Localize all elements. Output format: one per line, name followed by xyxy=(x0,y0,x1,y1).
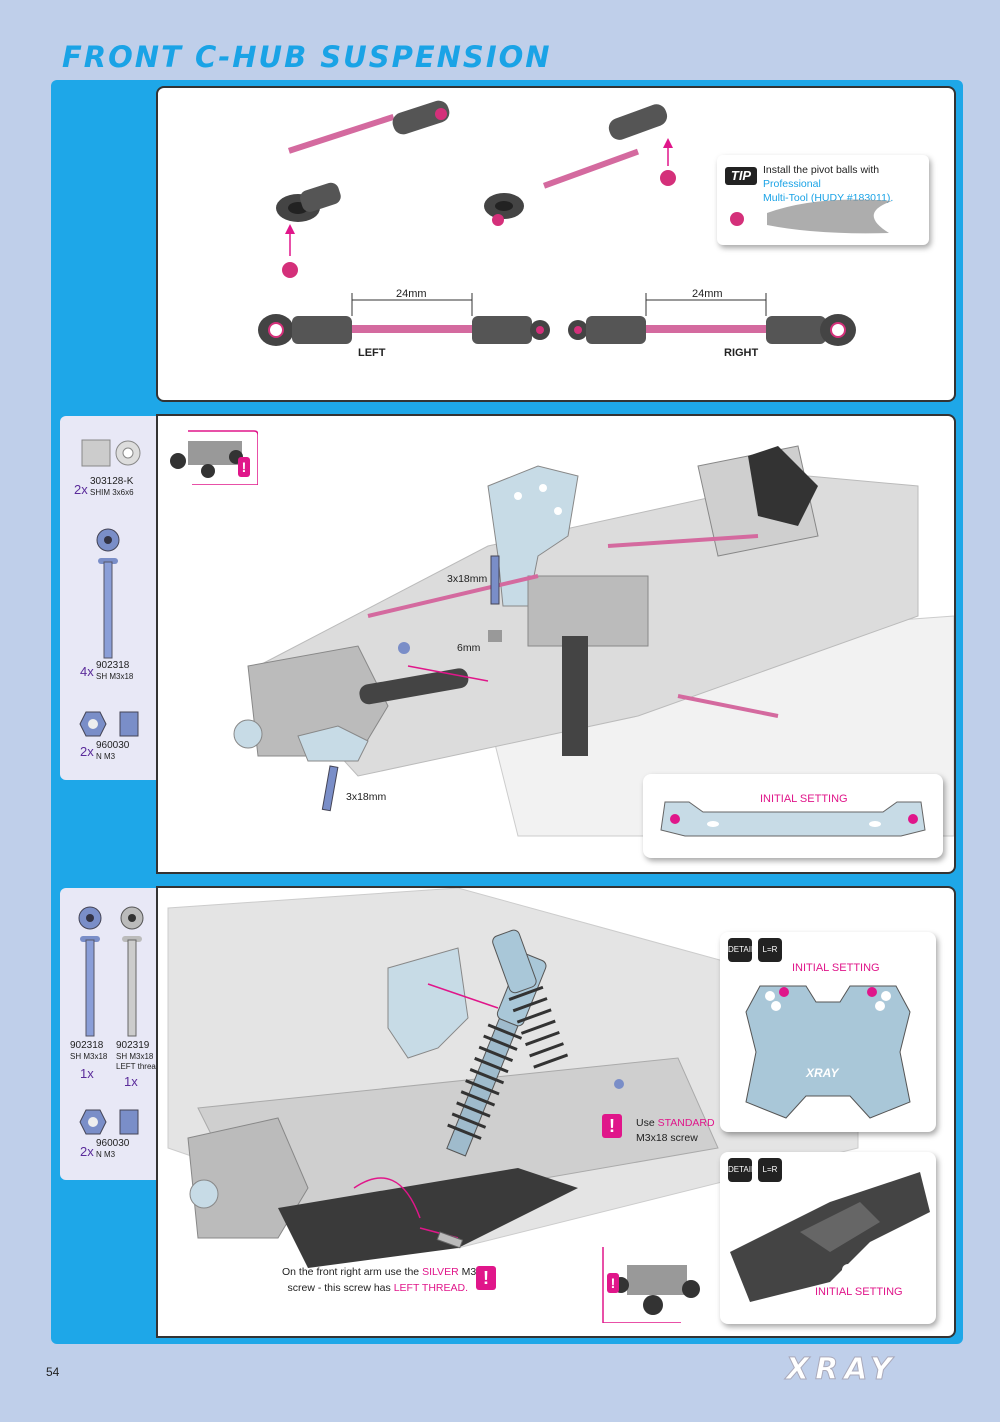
page-title: FRONT C-HUB SUSPENSION xyxy=(62,40,552,74)
part-qty: 2x xyxy=(80,1144,94,1159)
note-standard-highlight: STANDARD xyxy=(657,1117,715,1129)
part-qty: 1x xyxy=(80,1066,94,1081)
warning-icon: ! xyxy=(602,1114,622,1138)
rod-top-right xyxy=(484,104,676,226)
part-code: 902319 xyxy=(116,1040,150,1051)
plate-illustration xyxy=(660,801,926,837)
part-code: 902318 xyxy=(96,660,130,671)
multi-tool-illustration xyxy=(730,199,892,234)
car-thumbnail-bottom-drawing xyxy=(602,1247,700,1323)
rod-bottom-right xyxy=(568,314,856,346)
note-standard-text: Use xyxy=(636,1117,658,1129)
warning-icon: ! xyxy=(476,1266,496,1290)
note-silver-highlight: SILVER xyxy=(422,1266,459,1278)
rod-top-left xyxy=(276,100,450,278)
car-thumbnail: ! xyxy=(164,427,258,485)
note-standard-text-2: M3x18 screw xyxy=(636,1132,698,1144)
part-code: 960030 xyxy=(96,740,130,751)
car-thumbnail-bottom: ! xyxy=(601,1245,713,1323)
part-desc: SH M3x18 xyxy=(96,672,134,681)
dim-left-label: 24mm xyxy=(396,288,427,300)
part-desc: N M3 xyxy=(96,752,116,761)
nut-icon xyxy=(79,711,139,737)
note-standard: Use STANDARD M3x18 screw xyxy=(636,1116,715,1146)
shock-tower-plate xyxy=(745,985,911,1119)
shim-icon xyxy=(81,439,141,467)
label-right: RIGHT xyxy=(724,347,759,359)
part-desc: N M3 xyxy=(96,1150,116,1159)
screw-icon xyxy=(96,528,120,659)
arm-illustration xyxy=(730,1172,930,1302)
part-qty: 2x xyxy=(80,744,94,759)
dim-right-label: 24mm xyxy=(692,288,723,300)
screw-silver-icon xyxy=(120,906,144,1037)
label-left: LEFT xyxy=(358,347,386,359)
shock-tower-initial-setting: INITIAL SETTING xyxy=(792,962,880,974)
arm-initial-setting: INITIAL SETTING xyxy=(815,1286,903,1298)
tip-badge: TIP xyxy=(725,167,757,185)
left-right-icon: L=R xyxy=(758,938,782,962)
callout-shim: 6mm xyxy=(457,642,481,654)
arm-inset: DETAIL L=R INITIAL SETTING xyxy=(720,1152,936,1324)
left-right-icon: L=R xyxy=(758,1158,782,1182)
tip-box: TIP Install the pivot balls with Profess… xyxy=(717,155,929,245)
callout-top-screw: 3x18mm xyxy=(447,573,488,585)
note-silver-highlight-2: LEFT THREAD. xyxy=(393,1282,468,1294)
part-qty: 2x xyxy=(74,482,88,497)
note-silver: On the front right arm use the SILVER M3… xyxy=(282,1264,493,1296)
note-silver-text: On the front right arm use the xyxy=(282,1266,423,1278)
note-silver-text-3: screw - this screw has xyxy=(287,1282,394,1294)
tip-text-plain: Install the pivot balls with xyxy=(763,164,880,176)
part-qty: 1x xyxy=(124,1074,138,1089)
part-code: 902318 xyxy=(70,1040,104,1051)
callout-bottom-screw: 3x18mm xyxy=(346,791,387,803)
brand-logo: XRAY xyxy=(786,1352,898,1388)
nut-icon xyxy=(79,1109,139,1135)
detail-icon: DETAIL xyxy=(728,1158,755,1182)
page-number: 54 xyxy=(46,1365,60,1379)
shock-tower-inset: DETAIL L=R INITIAL SETTING XRAY xyxy=(720,932,936,1132)
initial-setting-inset: INITIAL SETTING xyxy=(643,774,943,858)
part-desc-2: LEFT thread xyxy=(116,1062,161,1071)
rod-bottom-left xyxy=(258,314,550,346)
initial-setting-title: INITIAL SETTING xyxy=(760,793,848,805)
tip-text-highlight-1: Professional xyxy=(763,178,821,190)
rod-assembly-illustration xyxy=(258,100,856,346)
step3-parts-panel: 902318 SH M3x18 1x 902319 SH M3x18 LEFT … xyxy=(60,888,160,1180)
step2-parts-panel: 2x 303128-K SHIM 3x6x6 4x 902318 SH M3x1… xyxy=(60,416,156,780)
part-code: 960030 xyxy=(96,1138,130,1149)
warning-icon: ! xyxy=(238,457,250,477)
shock-assembly-illustration xyxy=(167,888,859,1268)
part-desc: SH M3x18 xyxy=(116,1052,154,1061)
part-qty: 4x xyxy=(80,664,94,679)
warning-icon: ! xyxy=(607,1273,619,1293)
detail-icon: DETAIL xyxy=(728,938,755,962)
screw-standard-icon xyxy=(78,906,102,1037)
part-desc: SH M3x18 xyxy=(70,1052,108,1061)
shock-tower-logo: XRAY xyxy=(806,1066,839,1080)
part-code: 303128-K xyxy=(90,476,134,487)
part-desc: SHIM 3x6x6 xyxy=(90,488,134,497)
